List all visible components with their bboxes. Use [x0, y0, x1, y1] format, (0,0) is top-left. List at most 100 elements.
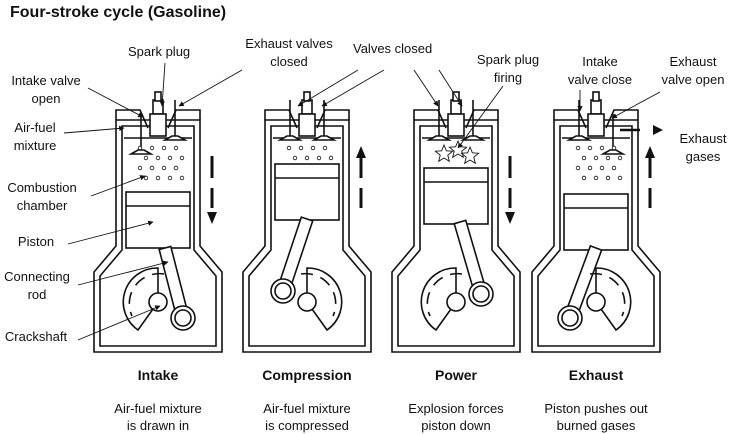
explosion-star-icon [434, 143, 454, 163]
fuel-particle [137, 145, 143, 151]
stage-desc-compression-1: Air-fuel mixture [263, 401, 350, 416]
callout-exhaust-valve-open-2: valve open [662, 72, 725, 87]
fuel-particle [137, 165, 143, 171]
rotation-arc [589, 272, 626, 317]
engine-block-inner [537, 125, 655, 347]
leader-valves-closed-3 [413, 69, 439, 107]
stage-desc-power-2: piston down [421, 418, 490, 433]
crank-pin [174, 309, 192, 327]
piston [423, 167, 489, 225]
fuel-particle [587, 145, 593, 151]
fuel-particle [143, 175, 149, 181]
callout-air-fuel-mixture-1: Air-fuel [14, 120, 55, 135]
fuel-particle [173, 145, 179, 151]
intake-valve-head [127, 149, 155, 155]
stage-desc-intake-2: is drawn in [127, 418, 189, 433]
motion-arrow-up-icon [645, 146, 655, 158]
fuel-particle [304, 155, 310, 161]
crankshaft-main [297, 292, 317, 312]
fuel-particle [611, 145, 617, 151]
fuel-particle [581, 175, 587, 181]
stage-name-compression: Compression [262, 367, 351, 383]
callout-exhaust-valves-closed-1: Exhaust valves [245, 36, 333, 51]
engine-block-inner [248, 125, 366, 347]
fuel-particle [575, 145, 581, 151]
fuel-particle [605, 155, 611, 161]
stage-desc-compression-2: is compressed [265, 418, 349, 433]
leader-piston [67, 220, 154, 245]
callout-exhaust-gases-1: Exhaust [680, 131, 727, 146]
fuel-particle [161, 145, 167, 151]
leader-crankshaft [77, 305, 161, 341]
fuel-particle [605, 175, 611, 181]
fuel-particle [617, 175, 623, 181]
fuel-particle [587, 165, 593, 171]
exhaust-flow-arrowhead [653, 125, 663, 135]
fuel-particle [575, 165, 581, 171]
engine-block-inner [397, 125, 515, 347]
leader-connecting-rod [77, 260, 169, 286]
fuel-particle [179, 175, 185, 181]
intake-valve-head [565, 135, 593, 141]
stage-name-exhaust: Exhaust [569, 367, 624, 383]
rotation-arc [300, 272, 337, 317]
fuel-particle [599, 145, 605, 151]
intake-valve-head [425, 135, 453, 141]
cylinder-head [115, 109, 201, 129]
stage-desc-power-1: Explosion forces [408, 401, 504, 416]
fuel-particle [322, 145, 328, 151]
engine-block [531, 119, 661, 353]
leader-intake-valve-open [87, 87, 144, 118]
explosion-star-icon [460, 145, 480, 165]
fuel-particle [617, 155, 623, 161]
motion-arrow-down-icon [505, 212, 515, 224]
fuel-particle [292, 155, 298, 161]
fuel-particle [599, 165, 605, 171]
callout-connecting-rod-2: rod [28, 287, 47, 302]
leader-exhaust-valves-closed [178, 69, 243, 107]
diagram-title: Four-stroke cycle (Gasoline) [10, 4, 226, 21]
piston [125, 191, 191, 249]
fuel-particle [581, 155, 587, 161]
cylinder-head [264, 109, 350, 129]
leader-exhaust-valve-open [611, 91, 661, 119]
spark-plug-insulator [301, 99, 313, 115]
fuel-particle [155, 175, 161, 181]
exhaust-valve-head [161, 135, 189, 141]
callout-intake-valve-open-1: Intake valve [11, 73, 80, 88]
stage-desc-intake-1: Air-fuel mixture [114, 401, 201, 416]
rotation-arc [426, 272, 463, 317]
exhaust-valve-head [310, 135, 338, 141]
stage-name-power: Power [435, 367, 478, 383]
piston [563, 193, 629, 251]
fuel-particle [167, 155, 173, 161]
callout-exhaust-valve-open-1: Exhaust [670, 54, 717, 69]
callout-exhaust-valves-closed-2: closed [270, 54, 308, 69]
leader-air-fuel-mixture [63, 125, 125, 134]
leader-valves-closed-4 [438, 69, 463, 107]
stage-labels: Intake Compression Power Exhaust Air-fue… [114, 367, 648, 433]
callout-valves-closed: Valves closed [353, 41, 432, 56]
callout-intake-valve-close-1: Intake [582, 54, 617, 69]
callout-spark-plug: Spark plug [128, 44, 190, 59]
piston [274, 163, 340, 221]
crank-pin [472, 285, 490, 303]
spark-plug-body [149, 113, 167, 137]
leader-spark-plug-firing [457, 85, 504, 149]
callout-intake-valve-close-2: valve close [568, 72, 632, 87]
spark-plug-tip [154, 91, 162, 102]
callout-exhaust-gases-2: gases [686, 149, 721, 164]
callout-combustion-chamber-1: Combustion [7, 180, 76, 195]
leader-lines [63, 62, 661, 341]
leader-combustion-chamber [90, 175, 146, 197]
engine-power [391, 91, 521, 353]
engine-exhaust [531, 91, 661, 353]
engine-block [93, 119, 223, 353]
spark-plug-tip [592, 91, 600, 102]
leader-valves-closed-1 [297, 69, 359, 107]
crankshaft-main [148, 292, 168, 312]
spark-plug-body [447, 113, 465, 137]
engines [93, 91, 661, 353]
exhaust-valve-head [459, 135, 487, 141]
